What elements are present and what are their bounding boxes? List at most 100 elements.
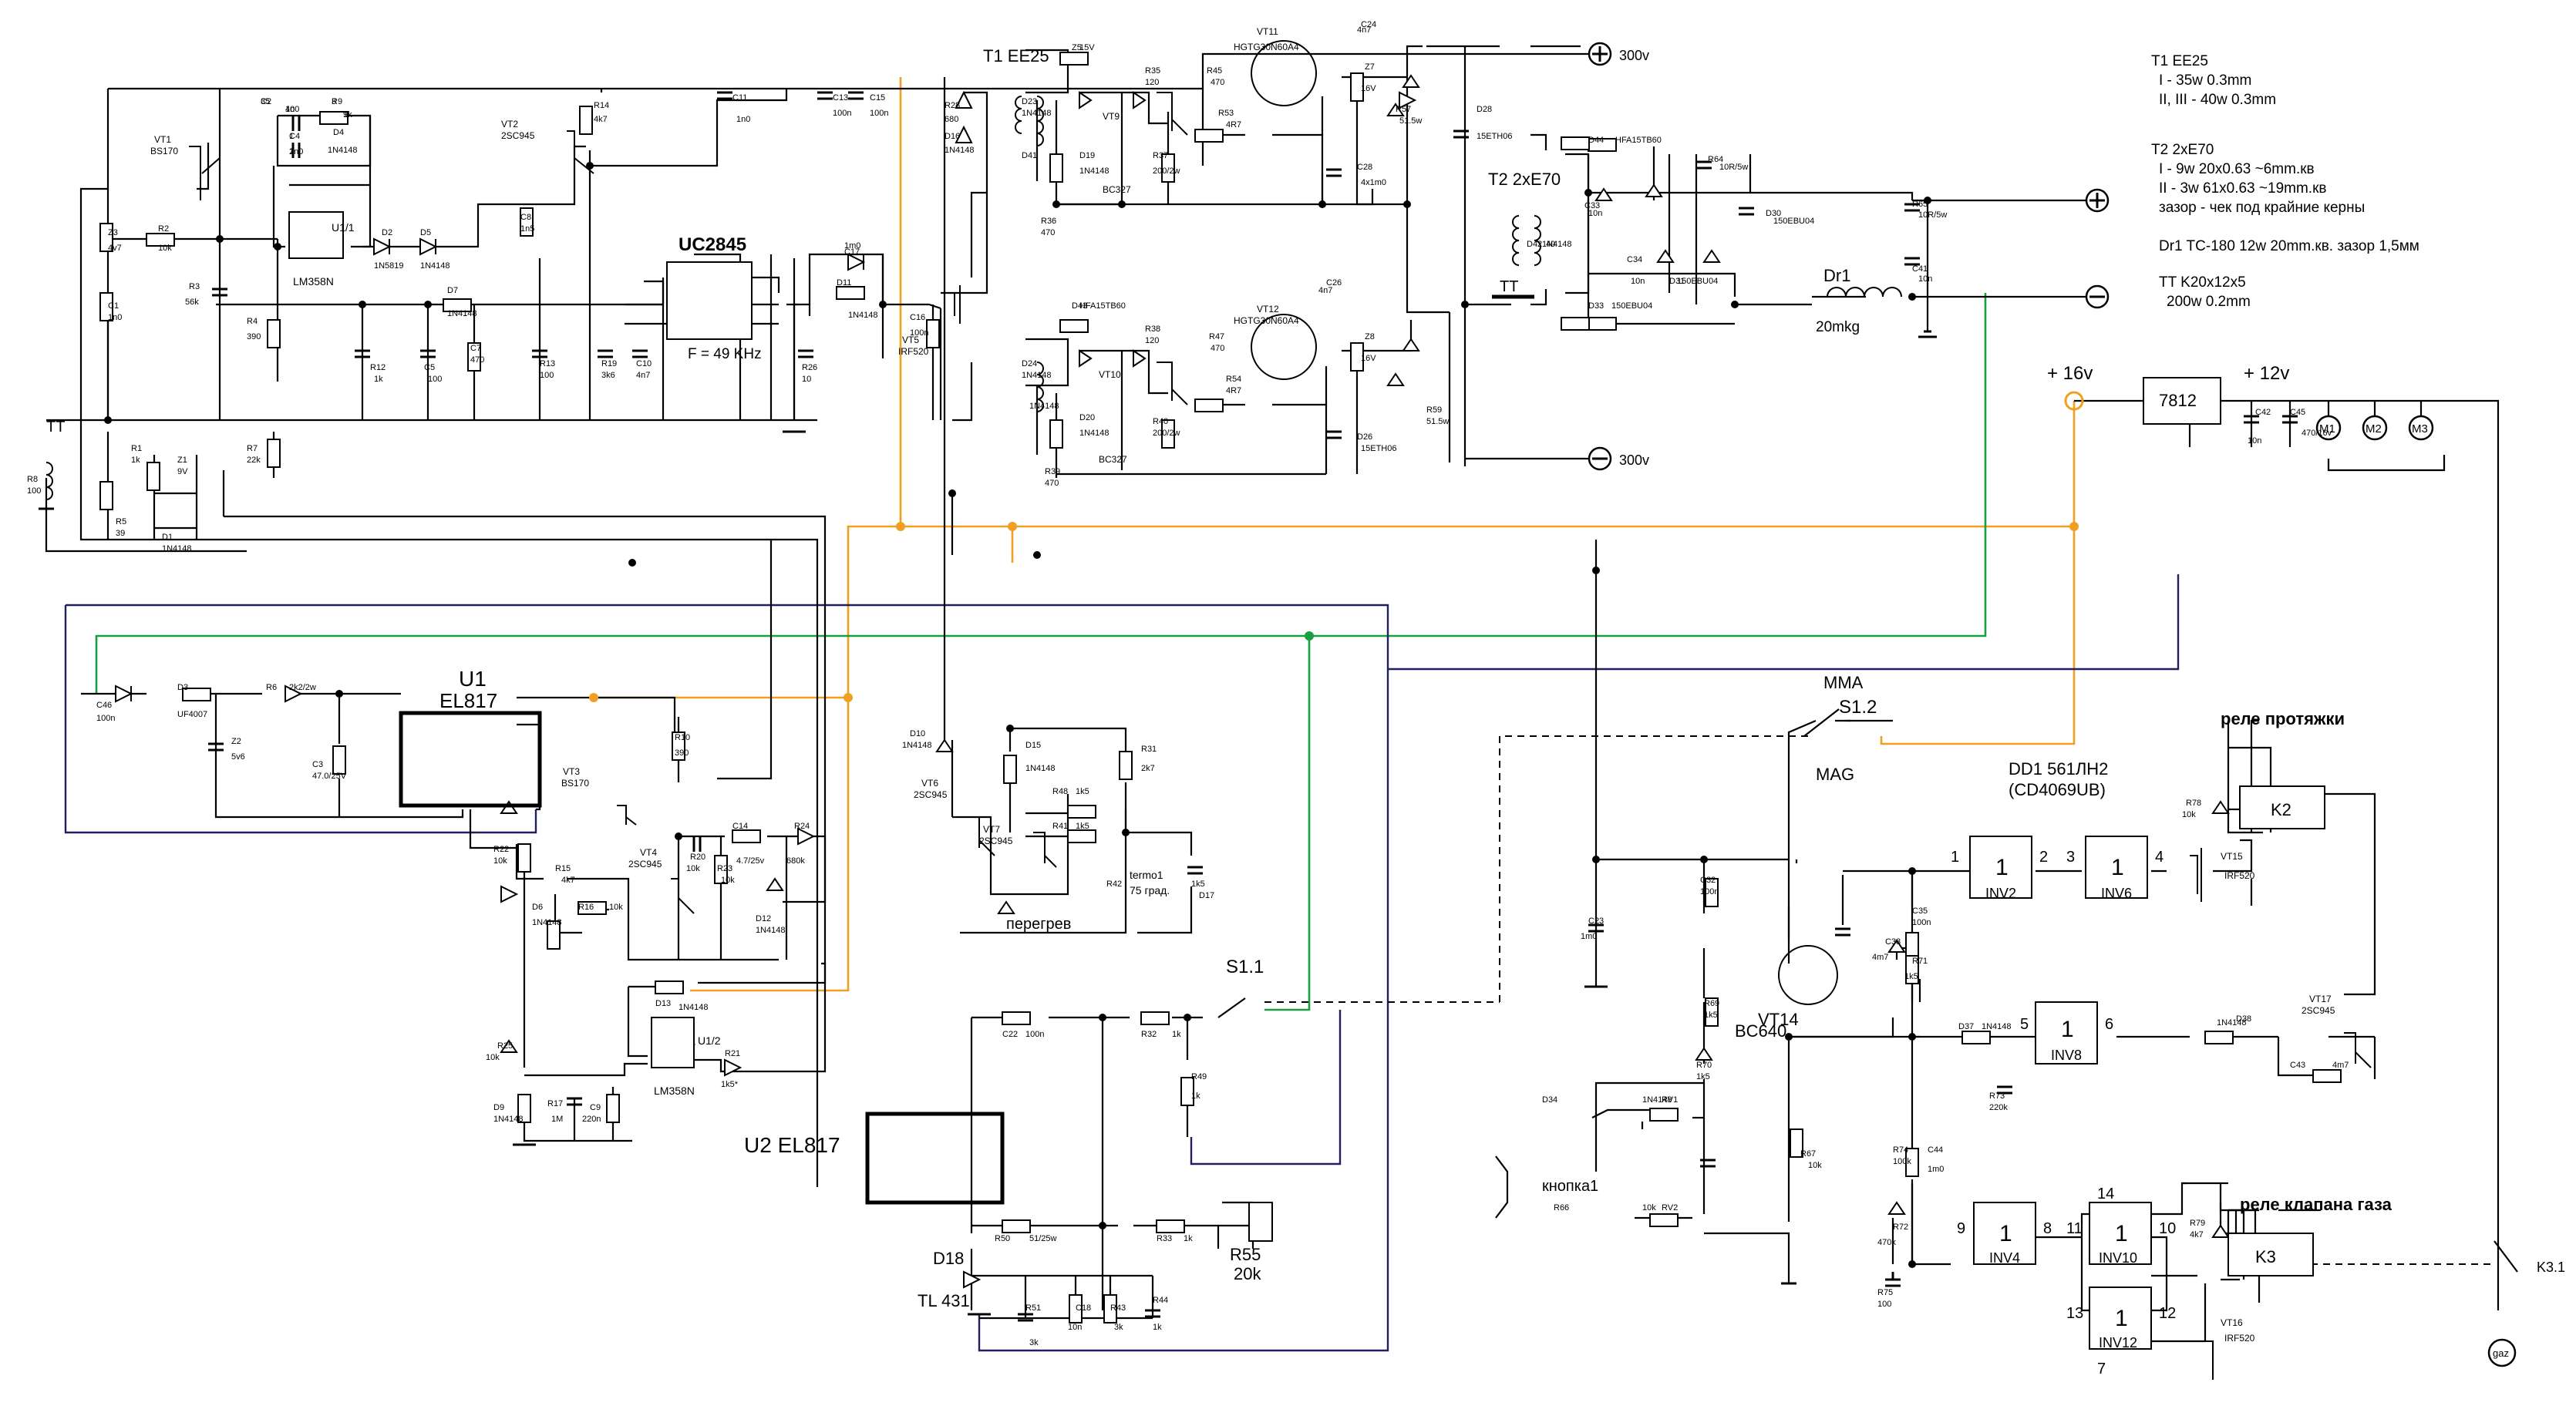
transistor-label: VT4: [640, 847, 657, 858]
fan-m1-label: M1: [2319, 422, 2335, 436]
component-ref-label: 10k: [493, 856, 507, 866]
component-ref-label: 100n: [1700, 887, 1719, 896]
component-ref-label: 1k: [1153, 1323, 1162, 1332]
component-ref-label: R17: [547, 1099, 563, 1108]
transistor-label: VT2: [501, 119, 518, 129]
dd1-label: DD1 561ЛН2: [2009, 759, 2108, 779]
component-ref-label: 10: [802, 375, 811, 384]
component-ref-label: 47.0/25V: [312, 772, 347, 781]
overheat-label: перегрев: [1006, 916, 1071, 933]
button1-shape: [1495, 1155, 1509, 1219]
component-ref-label: 4k7: [561, 876, 575, 885]
u2-label: U2 EL817: [744, 1133, 840, 1157]
component-ref-label: R69: [1704, 999, 1719, 1008]
component-ref-label: 1M: [551, 1115, 563, 1124]
component-ref-label: 3: [332, 97, 336, 106]
component-ref-label: 40: [285, 105, 295, 114]
component-ref-label: R42: [1106, 880, 1122, 889]
component-ref-label: C34: [1627, 255, 1642, 264]
transistor-label: IRF520: [898, 346, 929, 357]
component-ref-label: Z5: [1072, 43, 1082, 52]
component-ref-label: 100n: [833, 109, 851, 118]
component-ref-label: 51/25w: [1029, 1234, 1057, 1243]
component-ref-label: C7: [470, 344, 481, 353]
component-ref-label: R72: [1893, 1223, 1908, 1232]
component-ref-label: 56k: [185, 298, 199, 307]
component-ref-label: R16: [578, 903, 594, 912]
component-ref-label: 4R7: [1226, 386, 1241, 395]
component-ref-label: Z2: [231, 737, 241, 746]
note-3: T2 2xE70: [2151, 142, 2214, 158]
component-ref-label: 100: [27, 486, 41, 496]
transistor-label: VT5: [902, 335, 919, 345]
navy-wire: [64, 574, 2180, 1352]
component-ref-label: 470: [1045, 479, 1059, 488]
component-ref-label: 200/2w: [1153, 166, 1180, 176]
transistor-label: 2SC945: [2302, 1005, 2335, 1016]
component-ref-label: 1N4148: [756, 926, 786, 935]
component-ref-label: 100n: [870, 109, 888, 118]
tl431-label: TL 431: [918, 1291, 970, 1310]
component-ref-label: R79: [2190, 1219, 2205, 1228]
component-ref-label: R66: [1554, 1203, 1569, 1213]
component-ref-label: 1k5: [1704, 1011, 1718, 1020]
pot-r55-value: 20k: [1234, 1264, 1261, 1283]
component-ref-label: 150EBU04: [1773, 217, 1814, 226]
component-ref-label: D3: [177, 683, 188, 692]
gate-inv10-pin-out: 10: [2159, 1220, 2176, 1237]
transistor-label: VT1: [154, 134, 171, 145]
component-ref-label: R24: [794, 822, 810, 831]
gate-inv4-name: INV4: [1989, 1250, 2020, 1266]
component-ref-label: R53: [1218, 109, 1234, 118]
transistor-label: VT11: [1257, 26, 1278, 37]
component-ref-label: D44: [1588, 136, 1604, 145]
note-0: T1 EE25: [2151, 53, 2208, 69]
component-ref-label: C35: [1912, 906, 1928, 916]
component-ref-label: 150EBU04: [1677, 277, 1718, 286]
freq-label: F = 49 KHz: [688, 346, 762, 362]
component-ref-label: 1N4148: [532, 918, 562, 927]
component-ref-label: 1m0: [844, 241, 860, 251]
black-wiring: [45, 45, 2500, 1343]
regulator-7812: [2143, 377, 2221, 425]
note-6: зазор - чек под крайние керны: [2159, 200, 2365, 216]
component-ref-label: R43: [1110, 1303, 1126, 1313]
component-ref-label: R13: [540, 359, 555, 368]
component-ref-label: C1: [108, 301, 119, 311]
component-symbols: [39, 40, 2518, 1380]
component-ref-label: C23: [1588, 917, 1604, 926]
component-ref-label: R41: [1052, 822, 1068, 831]
gate-inv2-name: INV2: [1985, 886, 2016, 901]
component-ref-label: R31: [1141, 745, 1157, 754]
green-wire: [95, 293, 1987, 1011]
component-ref-label: RV2: [1662, 1203, 1678, 1213]
component-ref-label: 39: [116, 529, 125, 538]
component-ref-label: C43: [2290, 1061, 2305, 1070]
gate-inv2-sym: 1: [1995, 855, 2009, 880]
k31-label: K3.1: [2537, 1260, 2565, 1275]
component-ref-label: R8: [27, 475, 38, 484]
component-ref-label: R75: [1877, 1288, 1893, 1297]
component-ref-label: R71: [1912, 957, 1928, 966]
component-ref-label: R37: [1153, 151, 1168, 160]
component-ref-label: D23: [1022, 97, 1037, 106]
component-ref-label: Z7: [1365, 62, 1375, 72]
component-ref-label: 10R/5w: [1918, 210, 1947, 220]
component-ref-label: C4: [289, 132, 300, 141]
gate-inv12-name: INV12: [2099, 1335, 2137, 1350]
component-ref-label: R5: [116, 517, 126, 526]
component-ref-label: D34: [1542, 1095, 1557, 1105]
component-ref-label: D30: [1766, 209, 1781, 218]
component-ref-label: 1n0: [289, 147, 303, 156]
transistor-label: BS170: [150, 146, 178, 156]
transistor-label: 2SC945: [501, 130, 535, 141]
component-ref-label: R22: [493, 845, 509, 854]
component-ref-label: D37: [1958, 1022, 1974, 1031]
component-ref-label: D5: [420, 228, 431, 237]
relay-k2-label: K2: [2271, 800, 2291, 819]
component-ref-label: 470k: [1877, 1238, 1896, 1247]
component-ref-label: D31: [1669, 277, 1685, 286]
component-ref-label: C26: [1326, 278, 1342, 288]
u1-part: EL817: [439, 689, 497, 712]
